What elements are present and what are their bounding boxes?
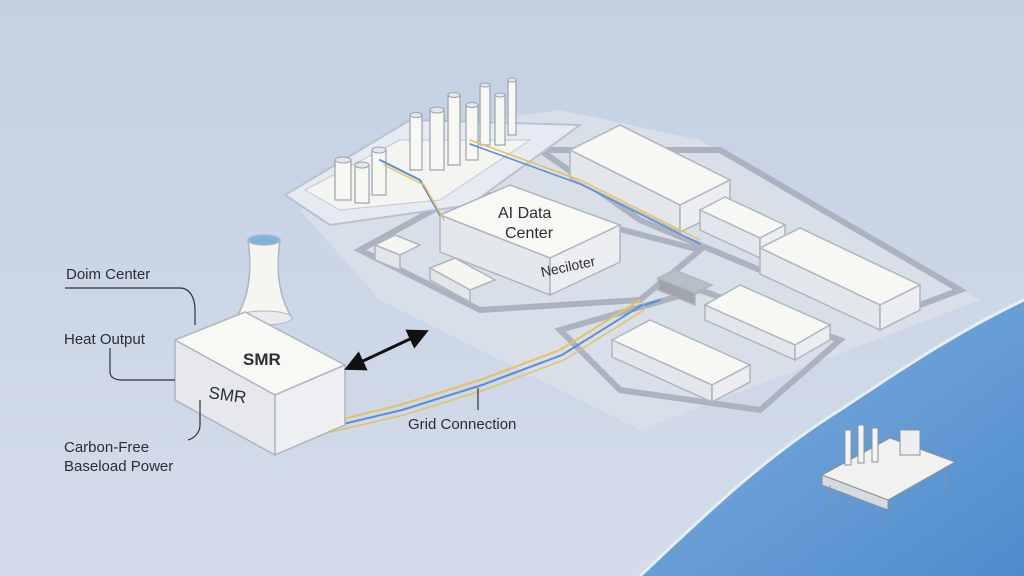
- label-baseload-power: Baseload Power: [64, 458, 173, 475]
- exchange-arrow: [344, 329, 429, 371]
- label-smr-top: SMR: [243, 350, 281, 369]
- warehouse-buildings: [568, 124, 922, 404]
- offshore-platform: [820, 424, 957, 525]
- label-ai-data: AI Data: [498, 205, 551, 222]
- shoreline: [638, 298, 1024, 576]
- label-ai-center: Center: [505, 225, 554, 242]
- label-heat-output: Heat Output: [64, 331, 146, 348]
- leader-lines: [65, 287, 479, 441]
- grid-lines: [317, 139, 701, 436]
- label-domain-center: Doim Center: [66, 266, 150, 283]
- ai-data-center: [373, 184, 622, 304]
- label-carbon-free: Carbon-Free: [64, 439, 149, 456]
- label-grid-connection: Grid Connection: [408, 416, 516, 433]
- industrial-plant: [283, 77, 583, 227]
- sea: [640, 300, 1024, 576]
